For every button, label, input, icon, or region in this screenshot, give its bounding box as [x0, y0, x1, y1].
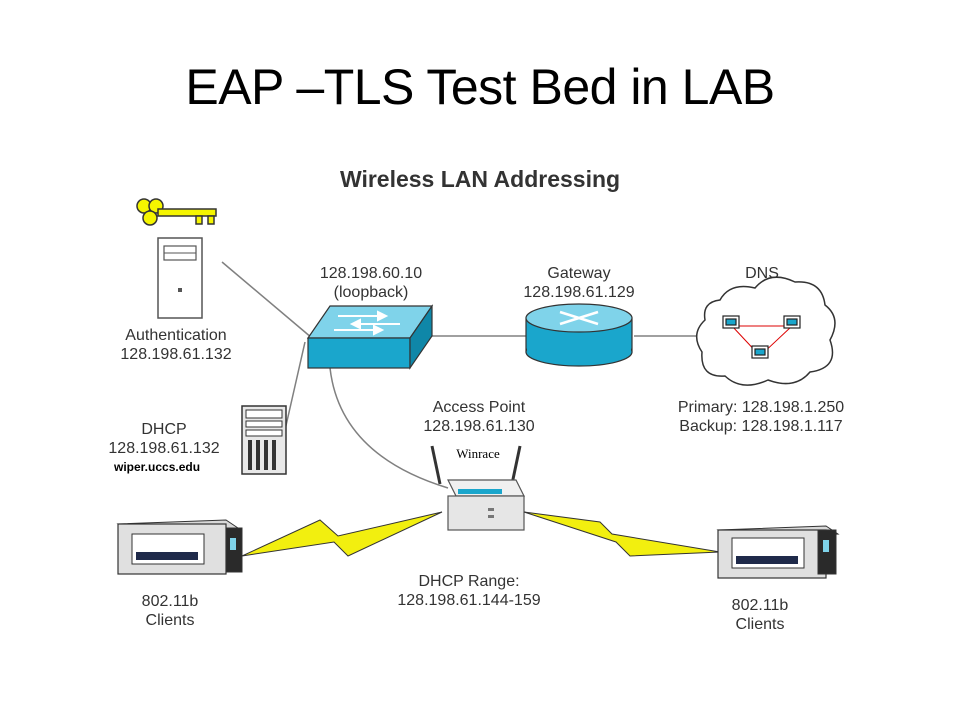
- dhcp-range-title: DHCP Range:: [418, 573, 520, 590]
- lightning-right: [523, 511, 721, 557]
- auth-ip: 128.198.61.132: [120, 346, 232, 363]
- dhcp-name: DHCP: [141, 421, 187, 438]
- switch-label: 128.198.60.10 (loopback): [296, 264, 446, 302]
- clients-left-line2: Clients: [145, 612, 195, 629]
- ap-brand: Winrace: [456, 446, 500, 461]
- switch-ip: 128.198.60.10: [319, 265, 423, 282]
- gateway-label: Gateway 128.198.61.129: [504, 264, 654, 302]
- clients-right-line1: 802.11b: [731, 597, 789, 614]
- clients-right-line2: Clients: [735, 616, 785, 633]
- link-dhcp-switch: [284, 341, 306, 431]
- links: [221, 261, 700, 489]
- lightning-left: [241, 511, 443, 557]
- dns-name: DNS: [745, 265, 779, 282]
- gateway-ip: 128.198.61.129: [523, 284, 635, 301]
- dhcp-ip: 128.198.61.132: [108, 440, 220, 457]
- pc-card-icon-right: [716, 525, 840, 579]
- server-rack-icon: [241, 405, 287, 475]
- dhcp-host: wiper.uccs.edu: [114, 460, 201, 474]
- ap-label: Access Point 128.198.61.130: [404, 398, 554, 436]
- dhcp-range-value: 128.198.61.144-159: [397, 592, 541, 609]
- cloud-network-icon: [696, 276, 836, 386]
- dns-servers: Primary: 128.198.1.250 Backup: 128.198.1…: [656, 398, 866, 436]
- auth-label: Authentication 128.198.61.132: [96, 326, 256, 364]
- switch-icon: [306, 304, 434, 370]
- clients-left-line1: 802.11b: [141, 593, 199, 610]
- router-icon: [525, 303, 633, 367]
- gateway-name: Gateway: [547, 265, 611, 282]
- link-auth-switch: [221, 261, 313, 339]
- ap-name: Access Point: [432, 399, 526, 416]
- clients-left-label: 802.11b Clients: [120, 592, 220, 630]
- link-switch-ap: [329, 367, 449, 489]
- ap-ip: 128.198.61.130: [423, 418, 535, 435]
- dns-primary: Primary: 128.198.1.250: [677, 399, 845, 416]
- key-icon: [136, 198, 217, 226]
- dns-backup: Backup: 128.198.1.117: [679, 418, 843, 435]
- auth-name: Authentication: [125, 327, 227, 344]
- server-tower-icon: [157, 237, 203, 319]
- dhcp-range-label: DHCP Range: 128.198.61.144-159: [384, 572, 554, 610]
- diagram-title: Wireless LAN Addressing: [339, 166, 621, 192]
- clients-right-label: 802.11b Clients: [710, 596, 810, 634]
- pc-card-icon-left: [116, 519, 243, 575]
- access-point-icon: [430, 445, 525, 531]
- switch-note: (loopback): [333, 284, 409, 301]
- slide-title: EAP –TLS Test Bed in LAB: [185, 59, 775, 115]
- dhcp-label: DHCP 128.198.61.132 wiper.uccs.edu: [94, 420, 234, 477]
